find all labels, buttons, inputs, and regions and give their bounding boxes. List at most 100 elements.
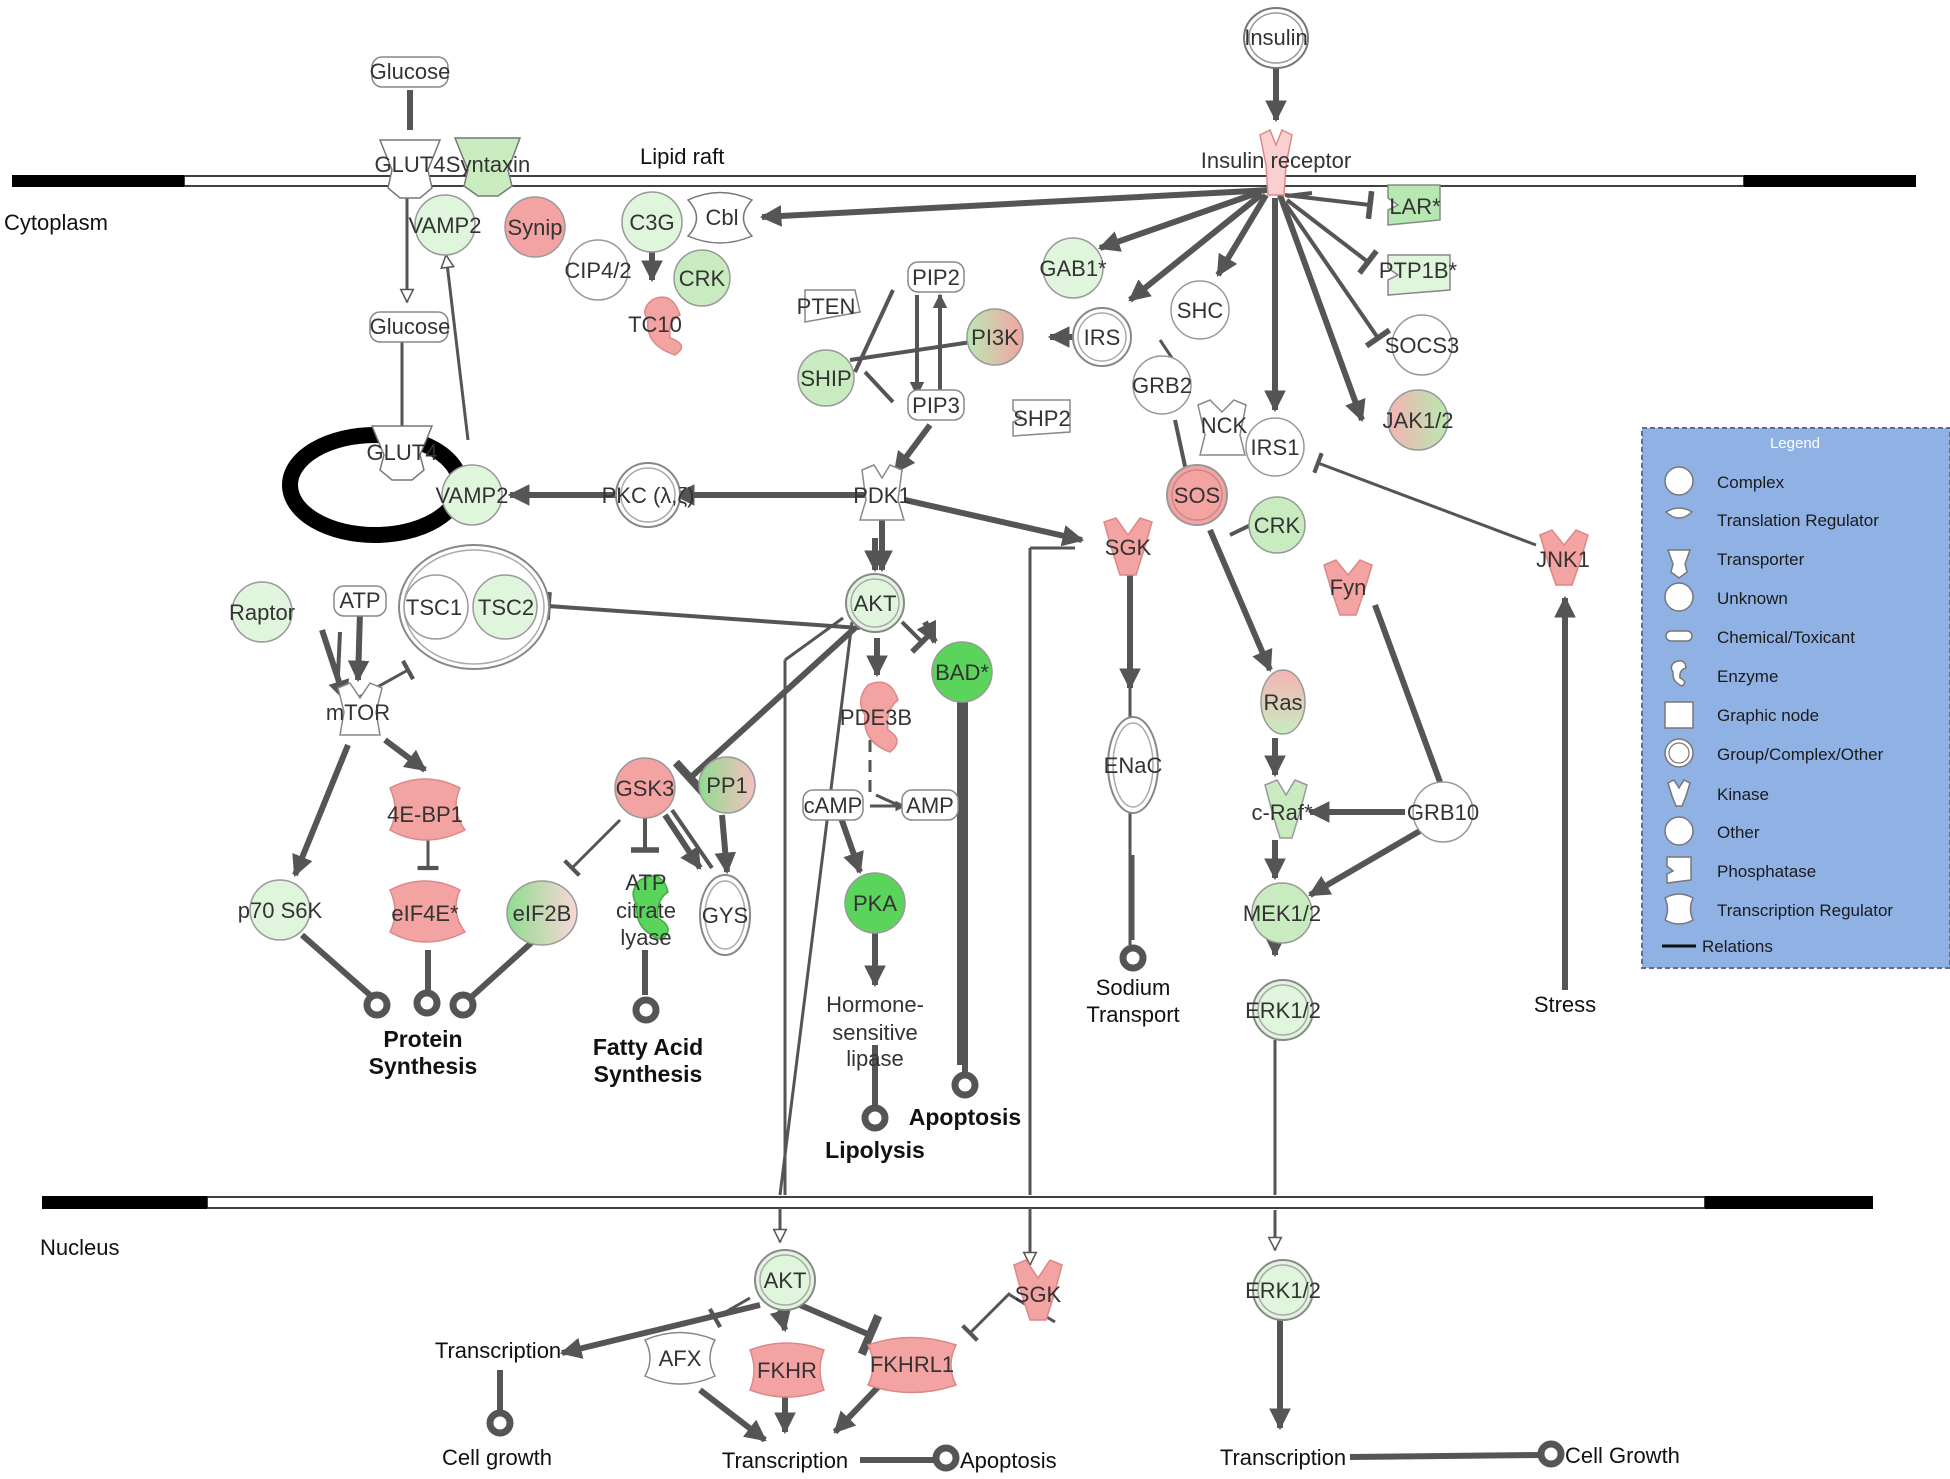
node-fkhrl1[interactable]: FKHRL1 — [866, 1336, 958, 1394]
node-cip42[interactable]: CIP4/2 — [564, 239, 632, 301]
node-atp-mtor[interactable]: ATP — [333, 585, 387, 617]
svg-text:GLUT4: GLUT4 — [367, 440, 438, 465]
node-vamp2-bottom[interactable]: VAMP2 — [436, 464, 509, 526]
legend-title: Legend — [1770, 435, 1820, 452]
node-jak12[interactable]: JAK1/2 — [1383, 389, 1454, 451]
node-vamp2-top[interactable]: VAMP2 — [409, 194, 482, 256]
svg-text:AFX: AFX — [659, 1346, 702, 1371]
node-crk-top[interactable]: CRK — [673, 249, 731, 307]
node-lar[interactable]: LAR* — [1387, 184, 1441, 226]
node-erk12-nuc[interactable]: ERK1/2 — [1245, 1259, 1321, 1321]
node-akt-cyto[interactable]: AKT — [845, 573, 905, 633]
node-pka[interactable]: PKA — [844, 872, 906, 934]
svg-text:GRB10: GRB10 — [1407, 800, 1479, 825]
node-irs1[interactable]: IRS1 — [1245, 417, 1305, 477]
transcription-center-label: Transcription — [722, 1448, 848, 1473]
node-camp[interactable]: cAMP — [802, 789, 864, 821]
node-insulin[interactable]: Insulin — [1243, 7, 1309, 69]
node-p70s6k[interactable]: p70 S6K — [238, 879, 323, 941]
node-insulin-receptor[interactable]: Insulin receptor — [1201, 128, 1351, 196]
node-mtor[interactable]: mTOR — [326, 682, 390, 736]
node-pde3b[interactable]: PDE3B — [840, 681, 912, 753]
node-tsc1[interactable] — [403, 574, 469, 640]
node-socs3[interactable]: SOCS3 — [1385, 314, 1460, 376]
graphic-node-icon — [1664, 701, 1694, 729]
node-afx[interactable]: AFX — [643, 1331, 717, 1385]
node-pi3k[interactable]: PI3K — [966, 308, 1024, 366]
svg-text:PP1: PP1 — [706, 773, 748, 798]
node-mek12[interactable]: MEK1/2 — [1243, 882, 1321, 944]
node-hormone-sensitive-lipase[interactable]: Hormone- sensitive lipase — [826, 992, 924, 1071]
node-crk-mid[interactable]: CRK — [1248, 496, 1306, 554]
node-irs[interactable]: IRS — [1072, 307, 1132, 367]
node-ras[interactable]: Ras — [1260, 669, 1306, 735]
node-pip2[interactable]: PIP2 — [907, 261, 965, 293]
node-glucose-mid[interactable]: Glucose — [369, 311, 451, 343]
node-akt-nuc[interactable]: AKT — [754, 1249, 816, 1311]
node-ptp1b[interactable]: PTP1B* — [1379, 254, 1458, 296]
legend-item-transporter: Transporter — [1717, 550, 1805, 569]
node-amp[interactable]: AMP — [901, 789, 959, 821]
node-4ebp1[interactable]: 4E-BP1 — [387, 778, 467, 841]
node-nck[interactable]: NCK — [1197, 399, 1248, 456]
node-tsc-complex[interactable]: TSC1 TSC2 — [398, 544, 550, 670]
svg-text:IRS1: IRS1 — [1251, 435, 1300, 460]
svg-text:CRK: CRK — [679, 266, 726, 291]
svg-text:Synip: Synip — [507, 215, 562, 240]
node-sgk-nuc[interactable]: SGK — [1013, 1259, 1063, 1321]
svg-text:JNK1: JNK1 — [1536, 547, 1590, 572]
node-fyn[interactable]: Fyn — [1323, 559, 1373, 616]
node-tc10[interactable]: TC10 — [628, 296, 683, 356]
svg-text:Hormone-: Hormone- — [826, 992, 924, 1017]
node-pten[interactable]: PTEN — [797, 289, 861, 323]
svg-text:Fyn: Fyn — [1330, 575, 1367, 600]
node-c3g[interactable]: C3G — [621, 191, 683, 253]
node-eif2b[interactable]: eIF2B — [506, 880, 578, 946]
node-craf[interactable]: c-Raf* — [1251, 779, 1313, 839]
node-cbl[interactable]: Cbl — [686, 191, 754, 244]
node-raptor[interactable]: Raptor — [229, 581, 295, 643]
node-synip[interactable]: Synip — [504, 196, 566, 258]
node-enac[interactable]: ENaC — [1104, 716, 1163, 814]
node-gsk3[interactable]: GSK3 — [614, 757, 676, 819]
node-pkc[interactable]: PKC (λ,ζ) — [602, 462, 695, 528]
node-glucose-top[interactable]: Glucose — [370, 56, 451, 88]
node-bad[interactable]: BAD* — [931, 641, 993, 703]
apoptosis-nuc-label: Apoptosis — [960, 1448, 1057, 1473]
svg-text:Insulin receptor: Insulin receptor — [1201, 148, 1351, 173]
node-fkhr[interactable]: FKHR — [749, 1342, 825, 1398]
transcription-right-label: Transcription — [1220, 1445, 1346, 1470]
node-glut4-bottom[interactable]: GLUT4 — [367, 425, 438, 481]
node-erk12-cyto[interactable]: ERK1/2 — [1245, 979, 1321, 1041]
svg-text:SGK: SGK — [1105, 535, 1152, 560]
svg-text:cAMP: cAMP — [804, 793, 863, 818]
node-gab1[interactable]: GAB1* — [1039, 237, 1107, 299]
transcription-regulator-icon — [1664, 893, 1694, 925]
node-pip3[interactable]: PIP3 — [907, 389, 965, 421]
node-pp1[interactable]: PP1 — [698, 756, 756, 814]
svg-text:FKHRL1: FKHRL1 — [870, 1352, 954, 1377]
node-eif4e[interactable]: eIF4E* — [389, 880, 467, 943]
node-atp-citrate-lyase[interactable]: ATP citrate lyase — [616, 870, 676, 950]
node-shp2[interactable]: SHP2 — [1012, 399, 1071, 437]
legend-item-translation-regulator: Translation Regulator — [1717, 511, 1879, 530]
node-tsc2[interactable] — [472, 574, 538, 640]
node-jnk1[interactable]: JNK1 — [1536, 529, 1590, 586]
svg-text:TC10: TC10 — [628, 312, 682, 337]
enzyme-icon — [1670, 660, 1687, 687]
node-gys[interactable]: GYS — [699, 874, 751, 956]
svg-text:TSC1: TSC1 — [406, 595, 462, 620]
node-sgk-cyto[interactable]: SGK — [1103, 517, 1153, 576]
node-syntaxin[interactable]: Syntaxin — [446, 137, 530, 197]
node-ship[interactable]: SHIP — [797, 349, 855, 407]
svg-text:mTOR: mTOR — [326, 700, 390, 725]
svg-text:eIF4E*: eIF4E* — [391, 901, 459, 926]
node-grb10[interactable]: GRB10 — [1407, 781, 1479, 843]
node-shc[interactable]: SHC — [1170, 280, 1230, 340]
node-grb2[interactable]: GRB2 — [1132, 355, 1192, 415]
node-sos[interactable]: SOS — [1166, 464, 1228, 526]
node-glut4-top[interactable]: GLUT4 — [375, 139, 446, 199]
node-pdk1[interactable]: PDK1 — [853, 464, 911, 521]
nucleus-label: Nucleus — [40, 1235, 119, 1260]
